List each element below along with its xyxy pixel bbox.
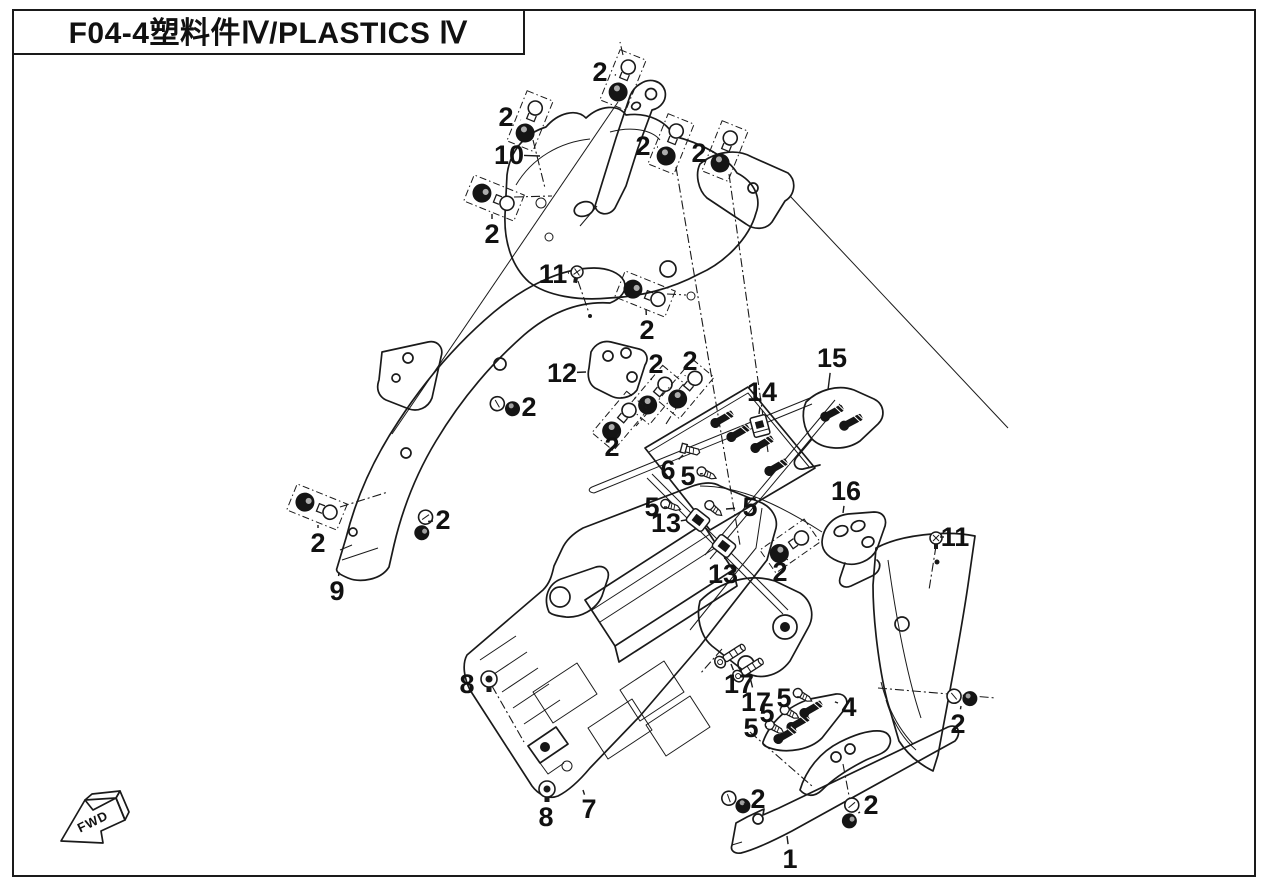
- lower-bracket: [799, 730, 892, 797]
- part-16-bracket: [699, 485, 887, 588]
- callout-leader-line: [786, 558, 789, 561]
- part-4-bracket: [762, 693, 848, 752]
- part-callout-label: 9: [329, 576, 344, 606]
- diagram-art: FWD: [60, 41, 1009, 854]
- callout-leader-line: [616, 433, 620, 438]
- part-callout-label: 17: [741, 687, 771, 717]
- part-callout-label: 5: [644, 492, 659, 522]
- part-callout-label: 2: [310, 528, 325, 558]
- part-callout-label: 6: [660, 455, 675, 485]
- part-callout-label: 2: [604, 432, 619, 462]
- part-callout-label: 2: [435, 505, 450, 535]
- part-callout-label: 2: [863, 790, 878, 820]
- part-callout-label: 5: [743, 713, 758, 743]
- part-callout-label: 14: [747, 377, 777, 407]
- right-side-panel: [872, 532, 976, 772]
- part-callout-label: 11: [539, 259, 568, 289]
- deck-support-arm: [697, 577, 813, 678]
- part-7-rear-deck: [463, 482, 778, 799]
- part-callout-label: 13: [651, 508, 681, 538]
- part-9-side-frame: [335, 267, 626, 582]
- part-callout-label: 2: [592, 57, 607, 87]
- callout-leader-line: [725, 507, 736, 510]
- callout-leader-line: [650, 378, 653, 381]
- callout-leader-line: [857, 811, 861, 814]
- page-title: F04-4塑料件Ⅳ/PLASTICS Ⅳ: [69, 17, 469, 50]
- part-callout-label: 8: [538, 802, 553, 832]
- callout-leader-line: [842, 505, 845, 514]
- callout-leader-line: [749, 676, 754, 688]
- part-callout-label: 5: [680, 461, 695, 491]
- part-callout-label: 2: [750, 784, 765, 814]
- part-callout-label: 5: [759, 698, 774, 728]
- part-callout-label: 13: [708, 559, 738, 589]
- part-callout-label: 2: [635, 131, 650, 161]
- part-callout-label: 2: [648, 349, 663, 379]
- part-callout-label: 4: [841, 692, 856, 722]
- callout-leader-line: [834, 701, 839, 704]
- callout-leader-line: [827, 372, 831, 391]
- callout-leader-line: [959, 705, 962, 710]
- callout-leader-line: [730, 663, 735, 671]
- part-callout-label: 5: [776, 683, 791, 713]
- callout-leader-line: [680, 519, 687, 522]
- part-callout-label: 10: [494, 140, 524, 170]
- callout-leader-line: [743, 802, 748, 805]
- part-callout-label: 12: [547, 358, 577, 388]
- part-12-bracket: [587, 340, 648, 399]
- part-callout-label: 17: [724, 669, 754, 699]
- part-callout-label: 2: [772, 557, 787, 587]
- part-callout-label: 2: [521, 392, 536, 422]
- callout-leader-line: [582, 789, 586, 795]
- part-callout-label: 2: [691, 138, 706, 168]
- page-border: [12, 9, 1256, 877]
- part-10-bracket: [579, 79, 667, 227]
- part-callout-label: 5: [742, 492, 757, 522]
- top-right-bracket: [696, 151, 795, 230]
- part-1-lower-trim: [730, 725, 960, 854]
- part-callout-label: 2: [498, 102, 513, 132]
- part-callout-label: 15: [817, 343, 847, 373]
- part-10-top-cover: [504, 106, 759, 300]
- callout-leader-line: [758, 406, 761, 415]
- callout-leader-line: [678, 454, 684, 460]
- part-callout-label: 2: [950, 709, 965, 739]
- part-callout-label: 2: [639, 315, 654, 345]
- part-callout-label: 2: [484, 219, 499, 249]
- part-callout-label: 1: [782, 844, 797, 874]
- title-box: [12, 9, 525, 55]
- part-callout-label: 16: [831, 476, 861, 506]
- part-callout-label: 8: [459, 669, 474, 699]
- part-callout-label: 7: [581, 794, 596, 824]
- center-mount-panel: [644, 386, 816, 531]
- part-15-bracket: [793, 386, 884, 470]
- callout-leader-line: [523, 154, 541, 157]
- callout-leader-line: [786, 835, 789, 845]
- part-callout-label: 11: [941, 522, 970, 552]
- part-callout-label: 2: [682, 346, 697, 376]
